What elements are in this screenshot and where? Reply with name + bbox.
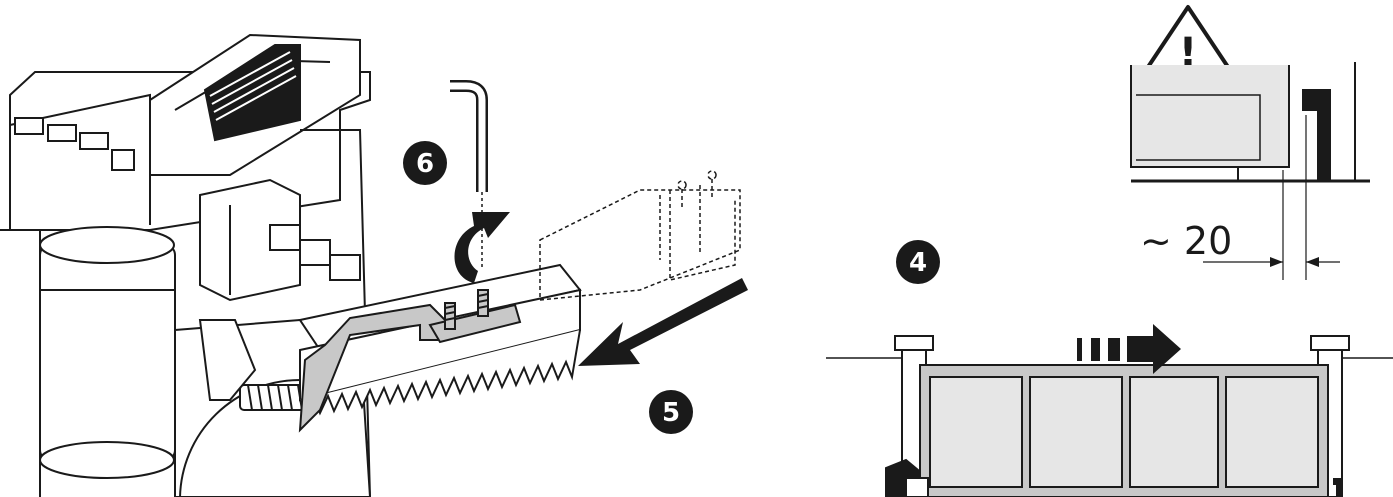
slide-direction-arrow-icon (578, 278, 748, 366)
step-4-number: 4 (909, 248, 927, 278)
warning-mark: ! (1179, 30, 1197, 76)
gear-rack-final-position (539, 170, 741, 301)
motor-unit (0, 33, 372, 497)
gate-endstop-detail (1130, 62, 1370, 280)
allen-key (450, 80, 488, 268)
gear-rack (298, 263, 582, 433)
step-6-number: 6 (416, 149, 434, 179)
step-6-badge: 6 (403, 141, 447, 185)
sliding-gate (826, 335, 1393, 497)
gate-direction-arrow-icon (1077, 324, 1181, 374)
rotation-arrow-icon (454, 212, 510, 283)
step-5-number: 5 (662, 398, 680, 428)
heat-sink (203, 44, 301, 142)
gap-dimension-label: ~ 20 (1140, 219, 1232, 263)
step-5-badge: 5 (649, 390, 693, 434)
step-4-badge: 4 (896, 240, 940, 284)
